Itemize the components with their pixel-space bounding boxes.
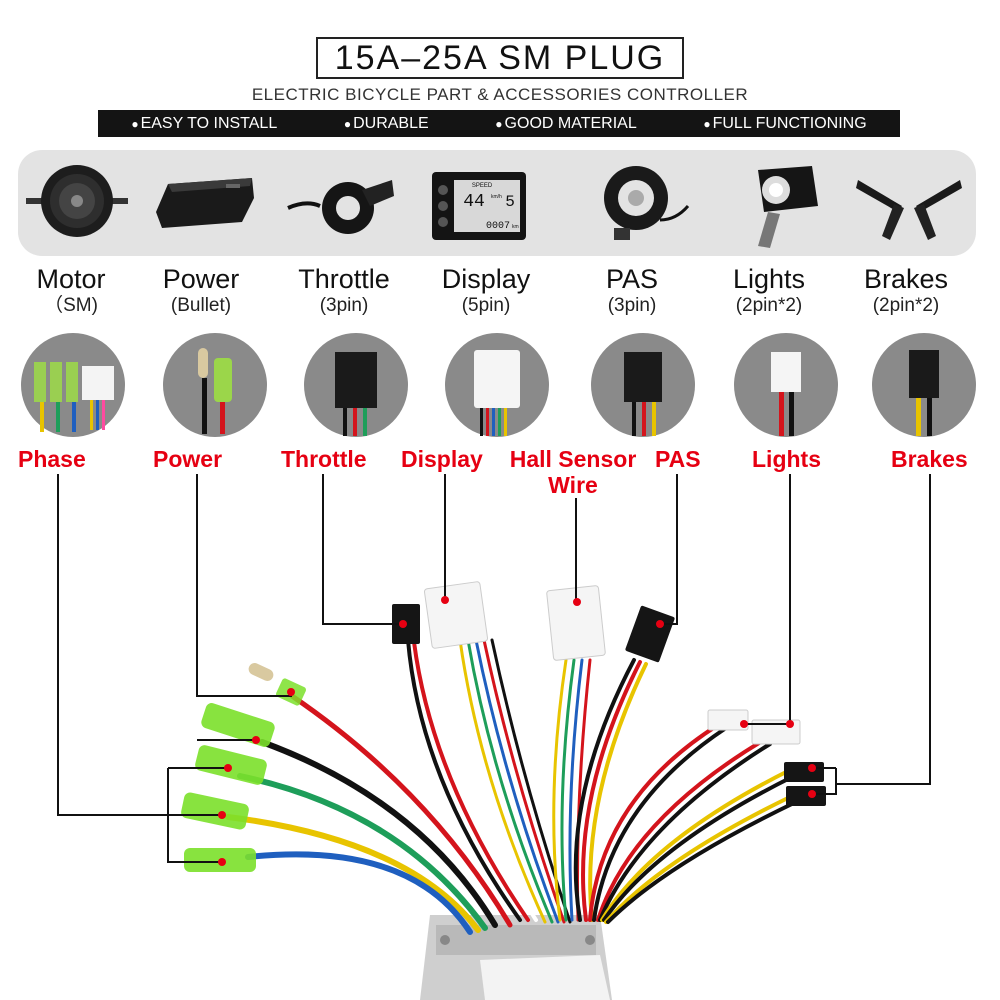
component-label-power: Power(Bullet)	[162, 264, 240, 316]
controller-box	[420, 915, 612, 1000]
display-speed-label: SPEED	[472, 183, 493, 189]
bullet-icon: ●	[131, 116, 139, 131]
wire-label-hall-sensor: Hall Sensor Wire	[509, 446, 637, 498]
marker-dots	[218, 596, 816, 866]
display-odometer-unit: km	[512, 224, 519, 230]
pas-connector-icon	[591, 333, 695, 437]
component-label-brakes: Brakes(2pin*2)	[863, 264, 949, 316]
component-label-throttle: Throttle(3pin)	[298, 264, 390, 316]
feature-item: ●DURABLE	[343, 114, 429, 132]
brake-lever-icon	[856, 180, 962, 240]
feature-item: ●FULL FUNCTIONING	[703, 114, 867, 132]
power-connector-icon	[163, 333, 267, 437]
display-assist-level: 5	[505, 193, 515, 211]
bullet-icon: ●	[703, 116, 711, 131]
wire-label-throttle: Throttle	[281, 446, 367, 472]
display-speed-unit: km/h	[491, 194, 502, 200]
bullet-icon: ●	[495, 116, 503, 131]
wire-label-power: Power	[153, 446, 223, 472]
lights-connector-icon	[734, 333, 838, 437]
phase-connector-icon	[21, 333, 125, 437]
display-odometer: 0007	[486, 221, 510, 232]
wire-label-phase: Phase	[18, 446, 86, 472]
cable-bundle	[225, 638, 798, 935]
wire-label-brakes: Brakes	[891, 446, 968, 472]
component-label-display: Display(5pin)	[441, 264, 531, 316]
page-title: 15A–25A SM PLUG	[316, 37, 684, 79]
cable-end-connectors	[181, 581, 826, 872]
brakes-connector-icon	[872, 333, 976, 437]
wire-label-pas: PAS	[655, 446, 701, 472]
headlight-icon	[758, 166, 818, 248]
throttle-connector-icon	[304, 333, 408, 437]
thumb-throttle-icon	[287, 180, 394, 234]
page-subtitle: ELECTRIC BICYCLE PART & ACCESSORIES CONT…	[251, 85, 749, 104]
feature-item: ●GOOD MATERIAL	[495, 114, 637, 132]
component-label-lights: Lights(2pin*2)	[732, 264, 806, 316]
component-label-motor: Motor（SM)	[36, 264, 106, 316]
feature-bar: ●EASY TO INSTALL ●DURABLE ●GOOD MATERIAL…	[98, 110, 900, 137]
lcd-display-icon: SPEED 44 km/h 5 0007 km	[432, 172, 526, 240]
feature-item: ●EASY TO INSTALL	[131, 114, 278, 132]
wire-label-display: Display	[401, 446, 483, 472]
display-connector-icon	[445, 333, 549, 437]
pas-sensor-icon	[604, 166, 690, 240]
display-speed-value: 44	[463, 192, 485, 212]
wire-label-lights: Lights	[752, 446, 821, 472]
hub-motor-icon	[26, 165, 128, 237]
battery-icon	[156, 178, 254, 228]
bullet-icon: ●	[343, 116, 352, 131]
component-label-pas: PAS(3pin)	[605, 264, 659, 316]
